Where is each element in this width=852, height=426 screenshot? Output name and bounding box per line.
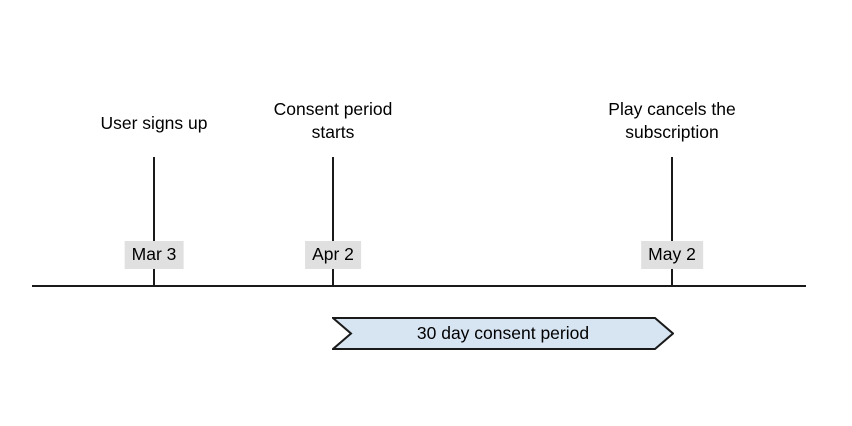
- timeline-axis: [32, 285, 806, 287]
- event-tick-play-cancels-subscription: [671, 157, 673, 285]
- event-tick-consent-period-starts: [332, 157, 334, 285]
- event-caption-play-cancels-subscription: Play cancels the subscription: [608, 99, 736, 142]
- chevron-arrow-icon: [332, 317, 674, 350]
- chevron-shape: [332, 317, 674, 350]
- date-chip-may-2: May 2: [641, 241, 703, 269]
- date-chip-mar-3: Mar 3: [124, 241, 184, 269]
- consent-period-banner: 30 day consent period: [332, 317, 674, 350]
- event-tick-user-signs-up: [153, 157, 155, 285]
- event-caption-consent-period-starts: Consent period starts: [273, 99, 393, 142]
- event-caption-user-signs-up: User signs up: [100, 113, 208, 133]
- date-chip-apr-2: Apr 2: [305, 241, 361, 269]
